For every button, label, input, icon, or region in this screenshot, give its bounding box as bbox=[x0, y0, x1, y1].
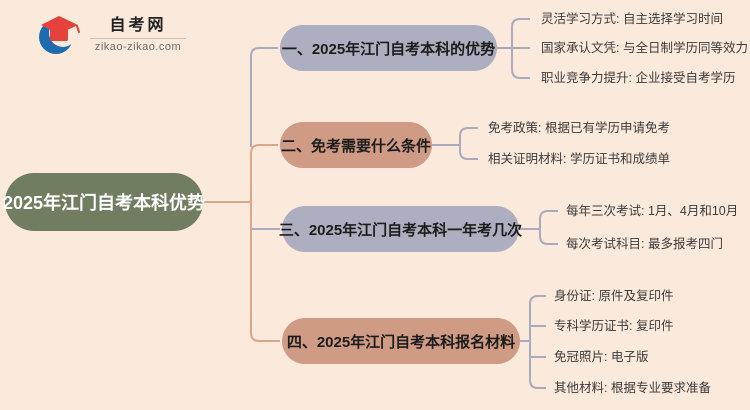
branch4-bracket bbox=[520, 295, 546, 389]
logo-domain: zikao-zikao.com bbox=[94, 40, 182, 53]
leaf-item: 职业竞争力提升: 企业接受自考学历 bbox=[541, 71, 736, 85]
leaf-item: 其他材料: 根据专业要求准备 bbox=[554, 381, 711, 395]
branch-node-1: 一、2025年江门自考本科的优势 bbox=[280, 25, 497, 71]
logo-title: 自考网 bbox=[109, 16, 167, 34]
leaf-item: 每年三次考试: 1月、4月和10月 bbox=[566, 204, 739, 218]
leaf-item: 专科学历证书: 复印件 bbox=[554, 319, 674, 333]
branch3-bracket bbox=[519, 210, 558, 245]
branch-node-4: 四、2025年江门自考本科报名材料 bbox=[282, 318, 520, 364]
branch2-bracket bbox=[432, 127, 478, 160]
trunk-gray-lines bbox=[250, 47, 280, 230]
logo-text: 自考网 zikao-zikao.com bbox=[90, 16, 186, 53]
logo-graduation-cap-icon bbox=[39, 16, 80, 54]
branch-node-2: 二、免考需要什么条件 bbox=[280, 122, 432, 168]
leaf-item: 免考政策: 根据已有学历申请免考 bbox=[488, 121, 670, 135]
leaf-item: 免冠照片: 电子版 bbox=[554, 350, 649, 364]
root-node: 2025年江门自考本科优势 bbox=[3, 173, 205, 231]
leaf-item: 国家承认文凭: 与全日制学历同等效力 bbox=[541, 41, 748, 55]
branch1-bracket bbox=[497, 18, 530, 79]
leaf-item: 灵活学习方式: 自主选择学习时间 bbox=[541, 12, 723, 26]
leaf-item: 每次考试科目: 最多报考四门 bbox=[566, 237, 723, 251]
branch-node-3: 三、2025年江门自考本科一年考几次 bbox=[279, 206, 522, 252]
logo-divider bbox=[90, 37, 186, 39]
leaf-item: 相关证明材料: 学历证书和成绩单 bbox=[488, 152, 670, 166]
trunk-salmon-lines bbox=[203, 144, 280, 342]
logo[interactable]: 自考网 zikao-zikao.com bbox=[36, 10, 186, 58]
leaf-item: 身份证: 原件及复印件 bbox=[554, 289, 674, 303]
